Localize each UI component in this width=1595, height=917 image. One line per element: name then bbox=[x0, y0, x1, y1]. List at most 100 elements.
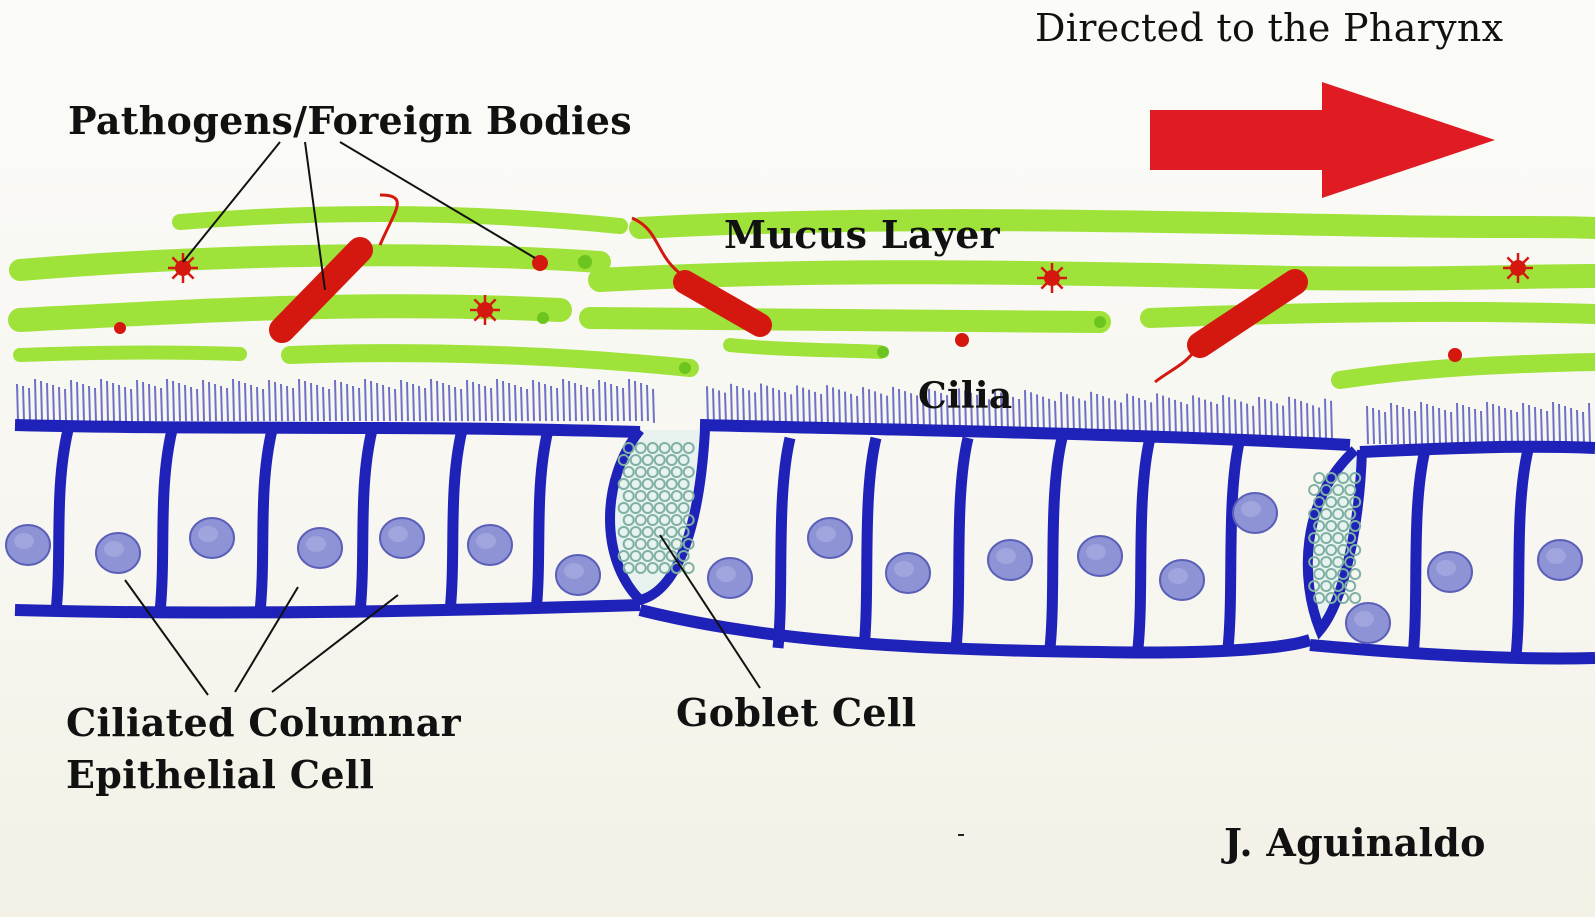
cilium bbox=[245, 383, 246, 421]
cilium bbox=[383, 385, 384, 421]
cilium bbox=[647, 385, 648, 421]
cilium bbox=[1151, 402, 1152, 435]
cell-wall bbox=[56, 430, 68, 612]
cilium bbox=[581, 385, 582, 421]
nucleus bbox=[808, 518, 852, 558]
nucleus bbox=[190, 518, 234, 558]
cilium bbox=[467, 380, 468, 421]
cilium bbox=[635, 381, 636, 421]
cilium bbox=[815, 392, 816, 427]
cilium bbox=[173, 381, 174, 421]
cilium bbox=[413, 384, 414, 421]
cilium bbox=[1301, 401, 1302, 439]
cilium bbox=[281, 384, 282, 421]
cilium bbox=[905, 391, 906, 429]
cilium bbox=[365, 379, 366, 421]
nucleus bbox=[1160, 560, 1204, 600]
nucleus bbox=[1233, 493, 1277, 533]
basal-border bbox=[640, 610, 1310, 653]
stray-mark bbox=[958, 834, 964, 836]
rod-bacterium bbox=[1155, 282, 1295, 382]
cilium bbox=[1259, 397, 1260, 438]
cilium bbox=[431, 379, 432, 421]
cilium bbox=[605, 382, 606, 421]
cilium bbox=[1547, 411, 1548, 444]
cell-wall bbox=[1138, 438, 1150, 648]
cilium bbox=[1553, 402, 1554, 444]
cilium bbox=[1391, 403, 1392, 444]
cilium bbox=[1211, 402, 1212, 437]
cilium bbox=[77, 382, 78, 421]
cilium bbox=[1217, 404, 1218, 437]
cilium bbox=[1475, 409, 1476, 444]
apical-border bbox=[700, 425, 1350, 445]
basal-border bbox=[15, 605, 640, 612]
cilium bbox=[599, 380, 600, 421]
cilium bbox=[1457, 403, 1458, 444]
cilium bbox=[1229, 397, 1230, 437]
cilium bbox=[737, 386, 738, 425]
cilium bbox=[1577, 410, 1578, 444]
spiky-coccus bbox=[1037, 263, 1067, 293]
cilium bbox=[1325, 399, 1326, 440]
cilium bbox=[749, 390, 750, 425]
cilium bbox=[497, 379, 498, 421]
cilium bbox=[1031, 392, 1032, 432]
leader-line-pathogen-3 bbox=[340, 142, 535, 258]
cilium bbox=[1445, 410, 1446, 444]
cilium bbox=[1571, 408, 1572, 444]
nucleus bbox=[556, 555, 600, 595]
cilium bbox=[761, 384, 762, 426]
nucleus bbox=[1538, 540, 1582, 580]
mucus-layer-label: Mucus Layer bbox=[724, 212, 1000, 257]
cilium bbox=[1367, 406, 1368, 444]
cilium bbox=[1403, 407, 1404, 444]
cilium bbox=[1073, 396, 1074, 433]
ciliated-cell-label-line1: Ciliated Columnar bbox=[66, 700, 461, 745]
cilium bbox=[485, 386, 486, 421]
leader-line-goblet bbox=[660, 535, 760, 688]
cilium bbox=[359, 388, 360, 421]
cilium bbox=[113, 383, 114, 421]
cilium bbox=[89, 386, 90, 421]
cilium bbox=[1589, 403, 1590, 444]
ciliated-cell-label-line2: Epithelial Cell bbox=[66, 752, 374, 797]
mucus-strand bbox=[1340, 362, 1595, 380]
cilium bbox=[1193, 395, 1194, 436]
cell-wall bbox=[1050, 438, 1062, 648]
cilium bbox=[239, 381, 240, 421]
round-coccus bbox=[955, 333, 969, 347]
cilium bbox=[1205, 400, 1206, 437]
cilium bbox=[1247, 404, 1248, 438]
apical-border bbox=[1360, 447, 1595, 452]
cilium bbox=[227, 388, 228, 421]
cilium bbox=[335, 380, 336, 421]
cilium bbox=[1427, 404, 1428, 444]
cilium bbox=[305, 381, 306, 421]
cilium bbox=[839, 390, 840, 428]
author-label: J. Aguinaldo bbox=[1224, 820, 1486, 865]
cilium bbox=[617, 386, 618, 421]
cilium bbox=[593, 389, 594, 421]
spiky-coccus bbox=[1503, 253, 1533, 283]
cilium bbox=[377, 383, 378, 421]
cilium bbox=[1253, 406, 1254, 438]
spiky-coccus bbox=[168, 253, 198, 283]
cilium bbox=[197, 389, 198, 421]
cilium bbox=[29, 388, 30, 421]
cilium bbox=[479, 384, 480, 421]
cell-wall bbox=[160, 430, 172, 612]
cilium bbox=[491, 388, 492, 421]
cilium bbox=[17, 384, 18, 421]
cilium bbox=[1181, 402, 1182, 436]
spiky-coccus bbox=[470, 295, 500, 325]
cilium bbox=[1493, 404, 1494, 444]
cilium bbox=[1145, 400, 1146, 435]
nucleus bbox=[468, 525, 512, 565]
cilium bbox=[869, 389, 870, 428]
cilium bbox=[1409, 409, 1410, 444]
cilium bbox=[767, 386, 768, 426]
cilium bbox=[1139, 398, 1140, 435]
nucleus bbox=[380, 518, 424, 558]
